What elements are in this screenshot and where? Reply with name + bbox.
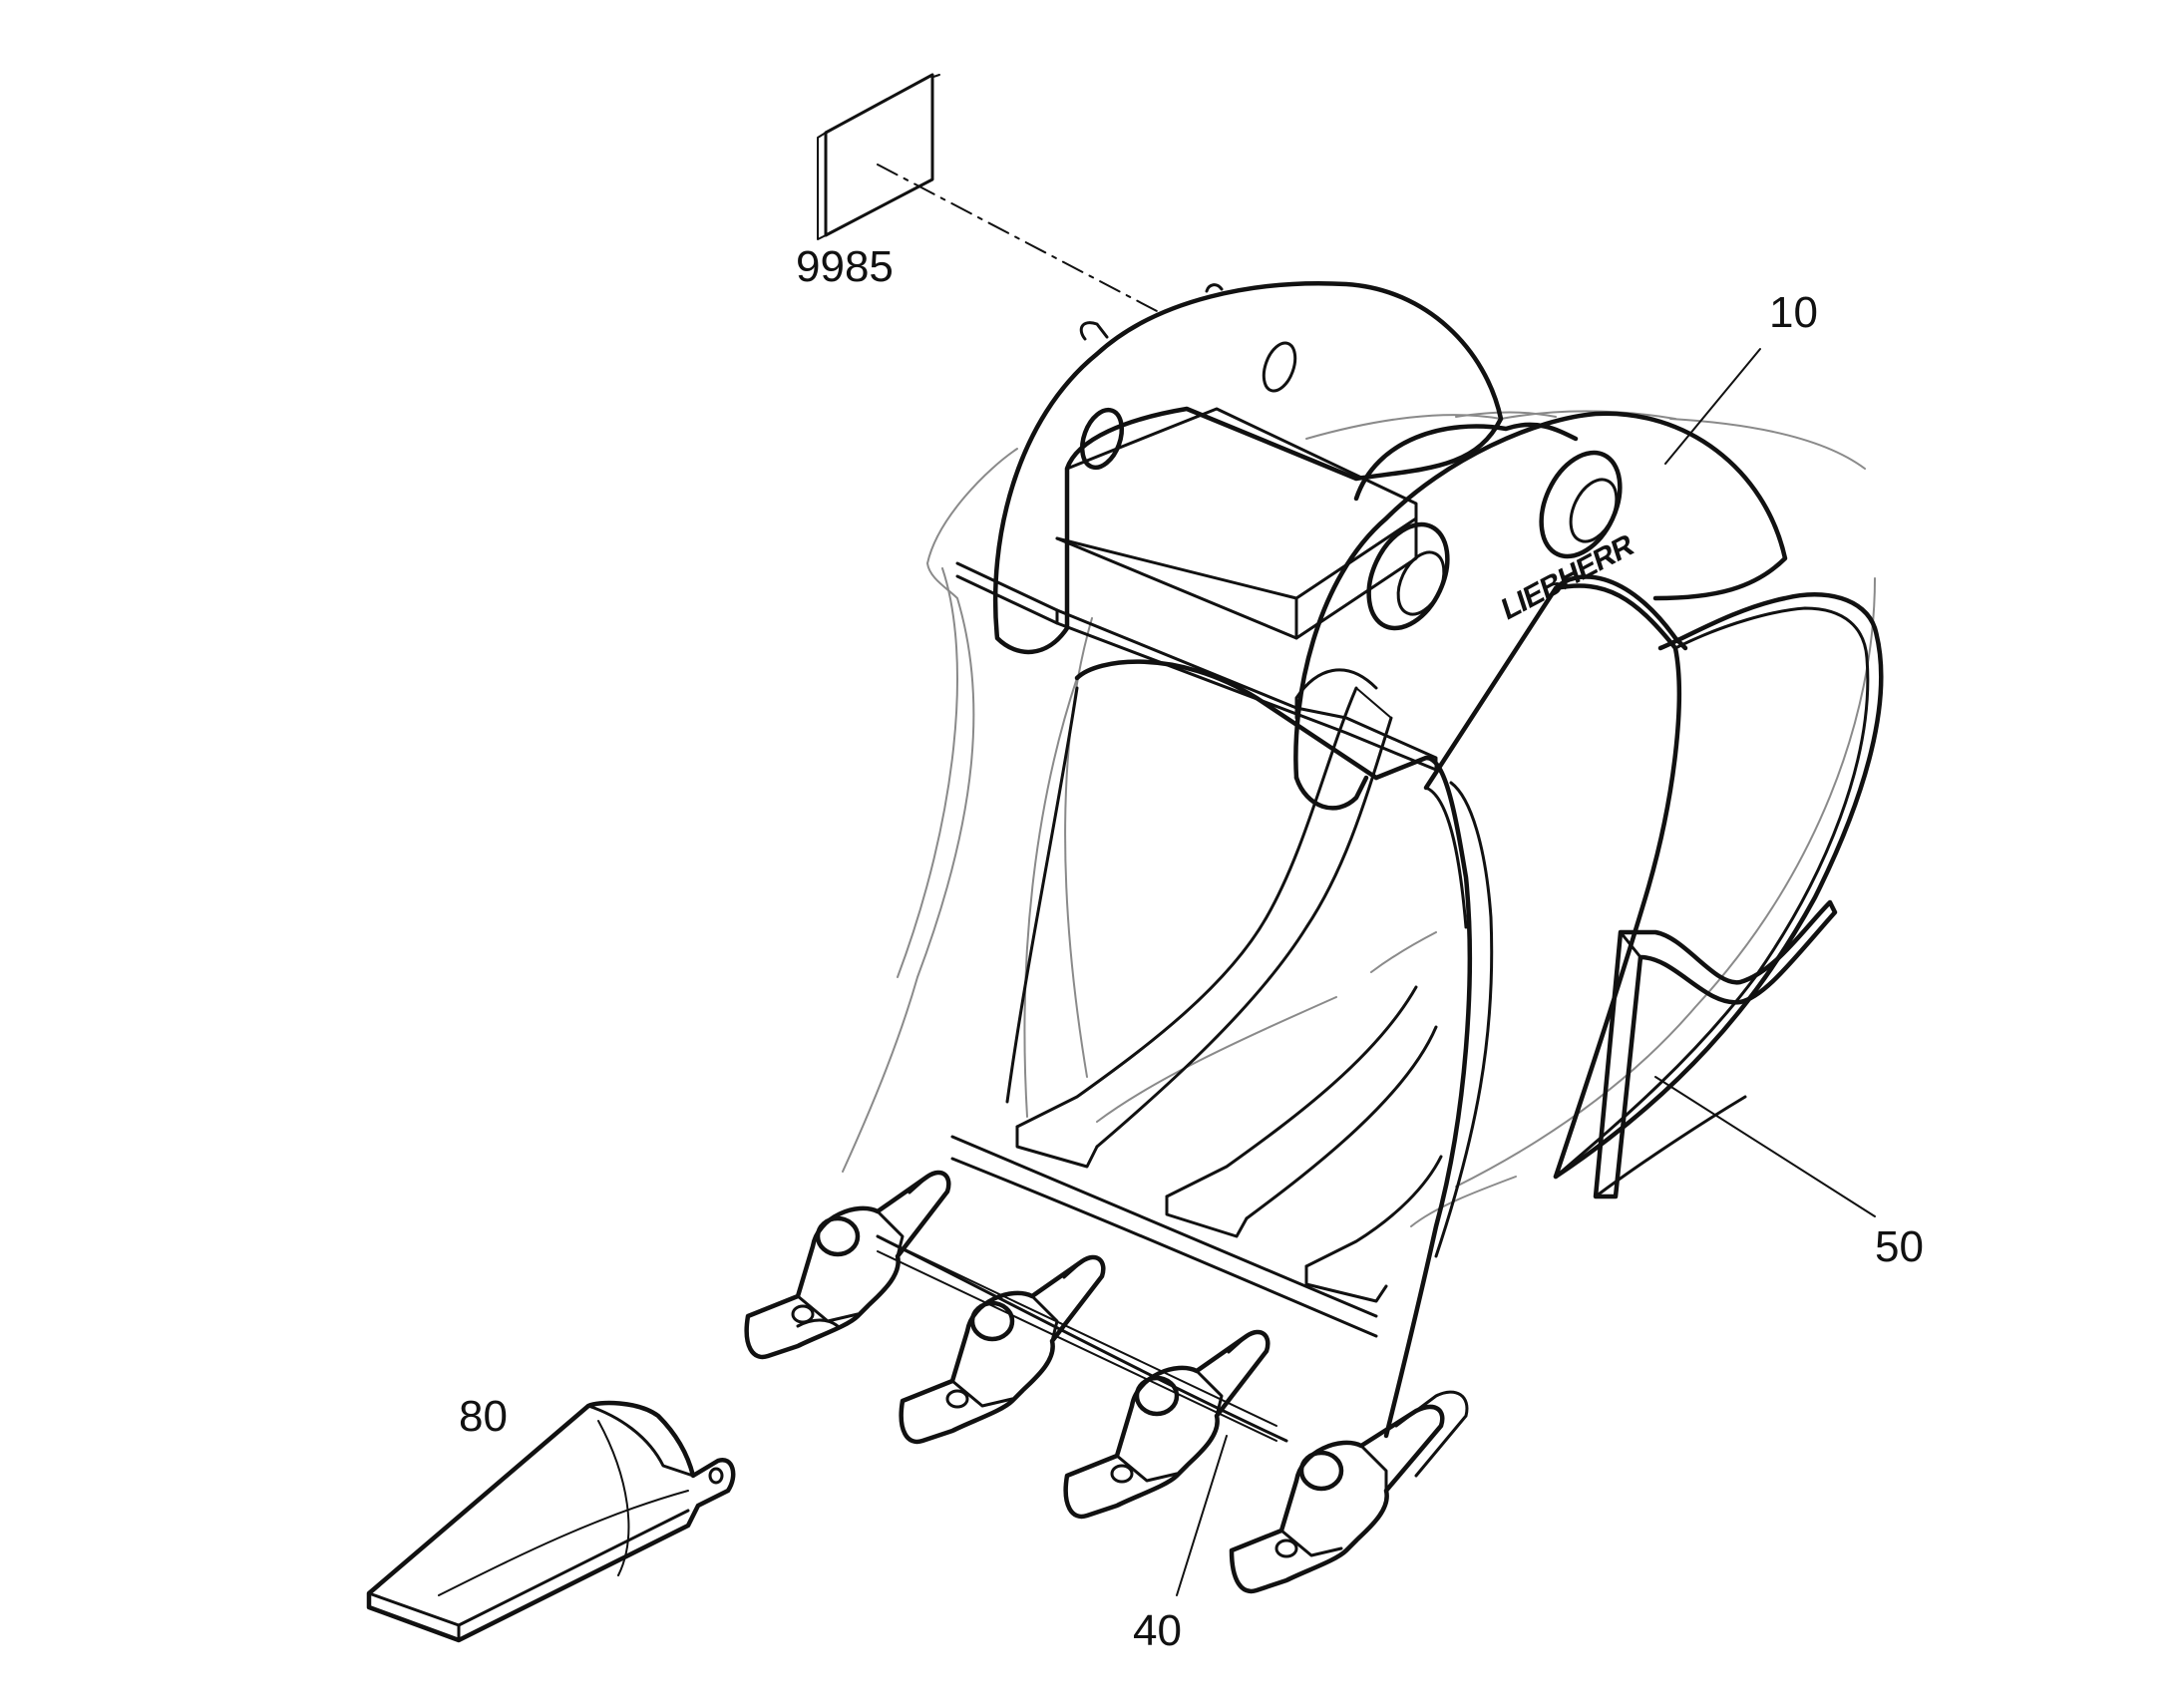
callout-10: 10	[1769, 288, 1818, 337]
callout-40: 40	[1133, 1606, 1182, 1655]
leader-50	[1654, 1076, 1876, 1217]
hinge-pin-boss-right	[1539, 450, 1623, 559]
floor-wear-strips	[1015, 668, 1443, 1303]
brand-mark: LIEBHERR	[1498, 527, 1637, 627]
callout-80: 80	[459, 1392, 508, 1441]
decal-leader-line	[877, 164, 1158, 312]
side-wear-plate[interactable]	[1593, 899, 1838, 1199]
tooth-adapter-2[interactable]	[899, 1254, 1106, 1445]
leader-10	[1664, 348, 1761, 465]
tooth-adapter-4[interactable]	[1229, 1390, 1469, 1594]
tooth-tip[interactable]	[366, 1400, 736, 1643]
callout-9985: 9985	[796, 242, 894, 291]
tooth-adapter-3[interactable]	[1063, 1329, 1271, 1520]
hinge-pin-boss-left	[1366, 521, 1450, 631]
tooth-adapter-1[interactable]	[744, 1170, 951, 1360]
leader-40	[1176, 1435, 1228, 1596]
cutting-edge[interactable]	[876, 1234, 1288, 1443]
callout-50: 50	[1875, 1222, 1924, 1271]
bucket-body[interactable]: LIEBHERR	[842, 281, 1884, 1442]
decal-part[interactable]	[817, 73, 940, 240]
